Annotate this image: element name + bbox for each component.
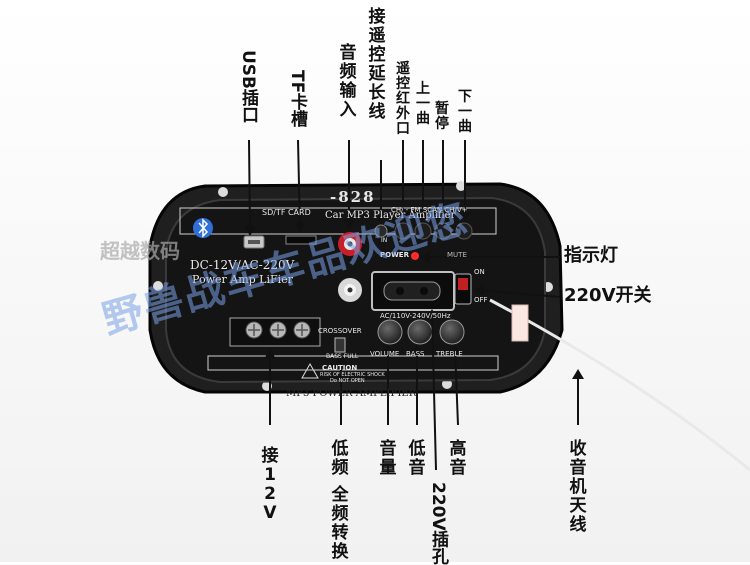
bass-knob <box>407 319 433 345</box>
panel-frame <box>207 355 499 371</box>
callout-crossover-low: 低频 <box>331 439 349 478</box>
callout-power-switch: 220V开关 <box>564 285 652 306</box>
switch-off-label: OFF <box>474 296 488 304</box>
volume-label: VOLUME <box>370 350 400 358</box>
callout-treble: 高音 <box>449 439 467 478</box>
caution-line-3: Do NOT OPEN <box>330 378 365 384</box>
caution-line-2: RISK OF ELECTRIC SHOCK <box>320 372 385 378</box>
panel-frame <box>179 207 497 235</box>
footer-label: MP3 POWER AMPLIFIER <box>286 388 417 399</box>
callout-radio-antenna: 收音机天线 <box>569 439 587 535</box>
key-labels: CH/ - FM SCAN CH/V+ <box>391 206 468 214</box>
callout-indicator: 指示灯 <box>564 245 618 266</box>
power-indicator-led <box>411 252 419 260</box>
mount-hole <box>153 281 163 291</box>
ac-rating-label: AC/110V-240V/50Hz <box>380 312 451 320</box>
model-number: -828 <box>330 188 376 206</box>
sd-card-label: SD/TF CARD <box>262 208 311 217</box>
warning-icon <box>301 362 319 379</box>
bass-full-label: BASS FULL <box>326 353 359 360</box>
panel-subtitle: Car MP3 Player Amplifier <box>325 210 456 221</box>
treble-label: TREBLE <box>436 350 463 358</box>
mount-hole <box>456 181 466 191</box>
in-label: IN <box>381 237 388 244</box>
callout-volume: 音量 <box>379 439 397 478</box>
next-button <box>455 222 473 240</box>
antenna-tag <box>511 304 529 342</box>
mute-label: MUTE <box>447 251 467 259</box>
mount-hole <box>442 379 452 389</box>
callout-prev-track: 上一曲 <box>416 81 430 127</box>
callout-crossover-full: 全频转换 <box>331 485 349 562</box>
callout-12v-terminal: 接12V <box>261 446 279 523</box>
pause-button <box>434 222 452 240</box>
callout-remote-ir: 遥控红外口 <box>396 61 410 137</box>
callout-pause: 暂停 <box>435 101 449 132</box>
callout-remote-extension: 接遥控延长线 <box>368 7 386 122</box>
callout-next-track: 下一曲 <box>458 89 472 135</box>
crossover-label: CROSSOVER <box>318 327 362 335</box>
prev-button <box>414 222 432 240</box>
callout-tf-slot: TF卡槽 <box>287 70 307 128</box>
terminal-screw <box>245 321 311 339</box>
callout-usb-port: USB插口 <box>238 50 258 124</box>
callout-220v-socket: 220V插孔 <box>428 482 448 565</box>
dc-ac-label: DC-12V/AC-220V <box>190 258 295 272</box>
bass-label: BASS <box>406 350 425 358</box>
treble-knob <box>439 319 465 345</box>
mount-hole <box>218 187 228 197</box>
tf-card-slot <box>285 235 317 245</box>
remote-extension-jack <box>374 224 388 238</box>
remote-ir-receiver <box>394 222 412 240</box>
caution-label: CAUTION <box>322 364 358 372</box>
power-amp-label: Power Amp LiFier <box>192 273 293 286</box>
power-led-label: POWER <box>380 251 409 259</box>
callout-bass: 低音 <box>408 439 426 478</box>
callout-audio-input: 音频输入 <box>339 43 357 120</box>
watermark-small: 超越数码 <box>100 239 180 263</box>
crossover-switch <box>334 337 346 353</box>
callout-arrows <box>244 139 584 471</box>
volume-knob <box>377 319 403 345</box>
switch-on-label: ON <box>474 268 485 276</box>
